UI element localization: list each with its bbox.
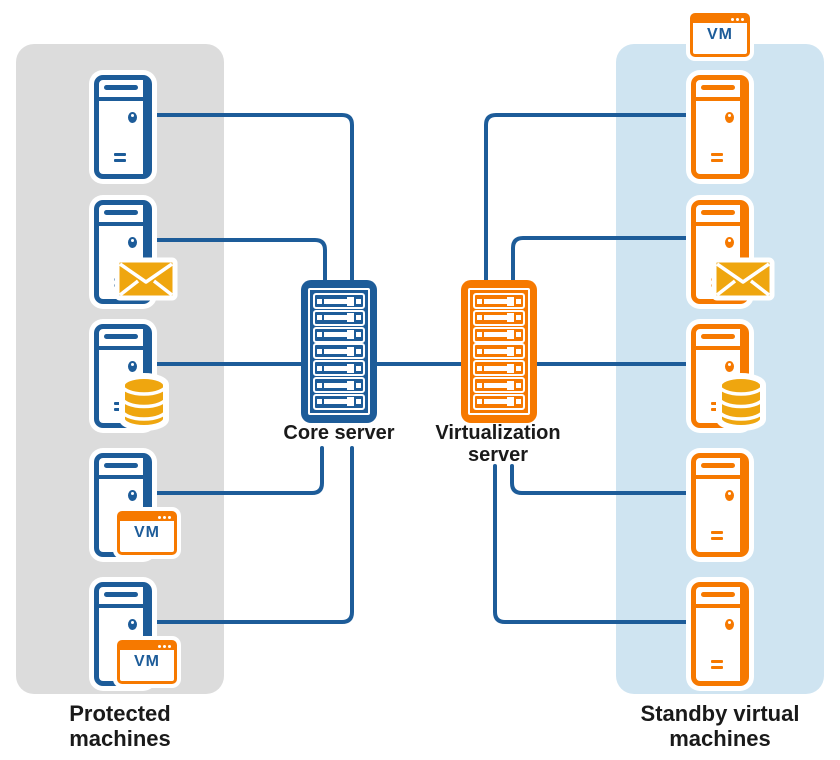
vm-label: VM (707, 26, 733, 43)
tower-vent-bar (701, 463, 735, 468)
vm-window-titlebar (119, 513, 175, 521)
tower-vent-bar (701, 334, 735, 339)
standby-machine-4 (691, 453, 749, 557)
tower-drive-slots (114, 153, 126, 165)
power-button-icon (725, 112, 734, 123)
core-server-label: Core server (283, 422, 395, 444)
tower-separator (695, 604, 741, 608)
line-virtualization-to-standby-4 (510, 464, 690, 495)
power-button-icon (128, 361, 137, 372)
mail-icon (114, 257, 178, 301)
tower-drive-slots (711, 153, 723, 165)
vm-window-dots-icon (158, 516, 171, 519)
rack-unit (473, 377, 525, 394)
standby-virtual-machines-title: Standby virtual machines (640, 701, 800, 752)
power-button-icon (128, 237, 137, 248)
tower-vent-bar (701, 85, 735, 90)
tower-vent-bar (701, 592, 735, 597)
rack-unit (313, 293, 365, 309)
tower-vent-bar (104, 592, 138, 597)
vm-window-dots-icon (158, 645, 171, 648)
rack-unit (473, 293, 525, 309)
tower-separator (98, 222, 144, 226)
tower-vent-bar (104, 210, 138, 215)
vm-window-titlebar (692, 15, 748, 23)
vm-label: VM (134, 524, 160, 541)
vm-label: VM (134, 653, 160, 670)
rack-unit (313, 343, 365, 360)
rack-unit (473, 309, 525, 326)
core-server-icon (301, 280, 377, 423)
line-protected-1-to-core (150, 113, 354, 284)
line-protected-2-to-core (150, 238, 327, 284)
tower-drive-slots (711, 531, 723, 543)
rack-unit (473, 326, 525, 343)
tower-separator (695, 97, 741, 101)
tower-vent-bar (104, 463, 138, 468)
database-icon (716, 373, 766, 431)
rack-unit (313, 326, 365, 343)
vm-badge: VM (117, 511, 177, 555)
tower-vent-bar (701, 210, 735, 215)
tower-separator (695, 222, 741, 226)
tower-separator (695, 475, 741, 479)
tower-vent-bar (104, 334, 138, 339)
virtualization-server-rack-units (468, 288, 530, 415)
power-button-icon (725, 237, 734, 248)
vm-window-titlebar (119, 642, 175, 650)
rack-unit (313, 360, 365, 377)
tower-separator (98, 97, 144, 101)
tower-separator (98, 475, 144, 479)
line-virtualization-to-standby-2 (511, 236, 690, 284)
tower-drive-slots (711, 660, 723, 672)
virtualization-server-icon (461, 280, 537, 423)
line-virtualization-to-standby-1 (484, 113, 690, 284)
mail-icon (711, 257, 775, 301)
power-button-icon (725, 619, 734, 630)
vm-badge: VM (690, 13, 750, 57)
protected-machine-1 (94, 75, 152, 179)
line-protected-5-to-core (150, 446, 354, 624)
rack-unit (473, 360, 525, 377)
core-server-rack-units (308, 288, 370, 415)
standby-machine-5 (691, 582, 749, 686)
rack-unit (313, 377, 365, 394)
standby-machine-1 (691, 75, 749, 179)
power-button-icon (128, 619, 137, 630)
tower-vent-bar (104, 85, 138, 90)
power-button-icon (128, 490, 137, 501)
rack-unit (473, 343, 525, 360)
protected-machines-title: Protected machines (69, 701, 171, 752)
database-icon (119, 373, 169, 431)
power-button-icon (725, 361, 734, 372)
rack-unit (473, 393, 525, 410)
power-button-icon (128, 112, 137, 123)
line-protected-4-to-core (150, 446, 324, 495)
tower-separator (98, 604, 144, 608)
line-virtualization-to-standby-5 (493, 464, 690, 624)
virtualization-server-label: Virtualization server (435, 422, 561, 466)
tower-separator (695, 346, 741, 350)
vm-window-dots-icon (731, 18, 744, 21)
vm-badge: VM (117, 640, 177, 684)
tower-separator (98, 346, 144, 350)
rack-unit (313, 393, 365, 410)
rack-unit (313, 309, 365, 326)
power-button-icon (725, 490, 734, 501)
